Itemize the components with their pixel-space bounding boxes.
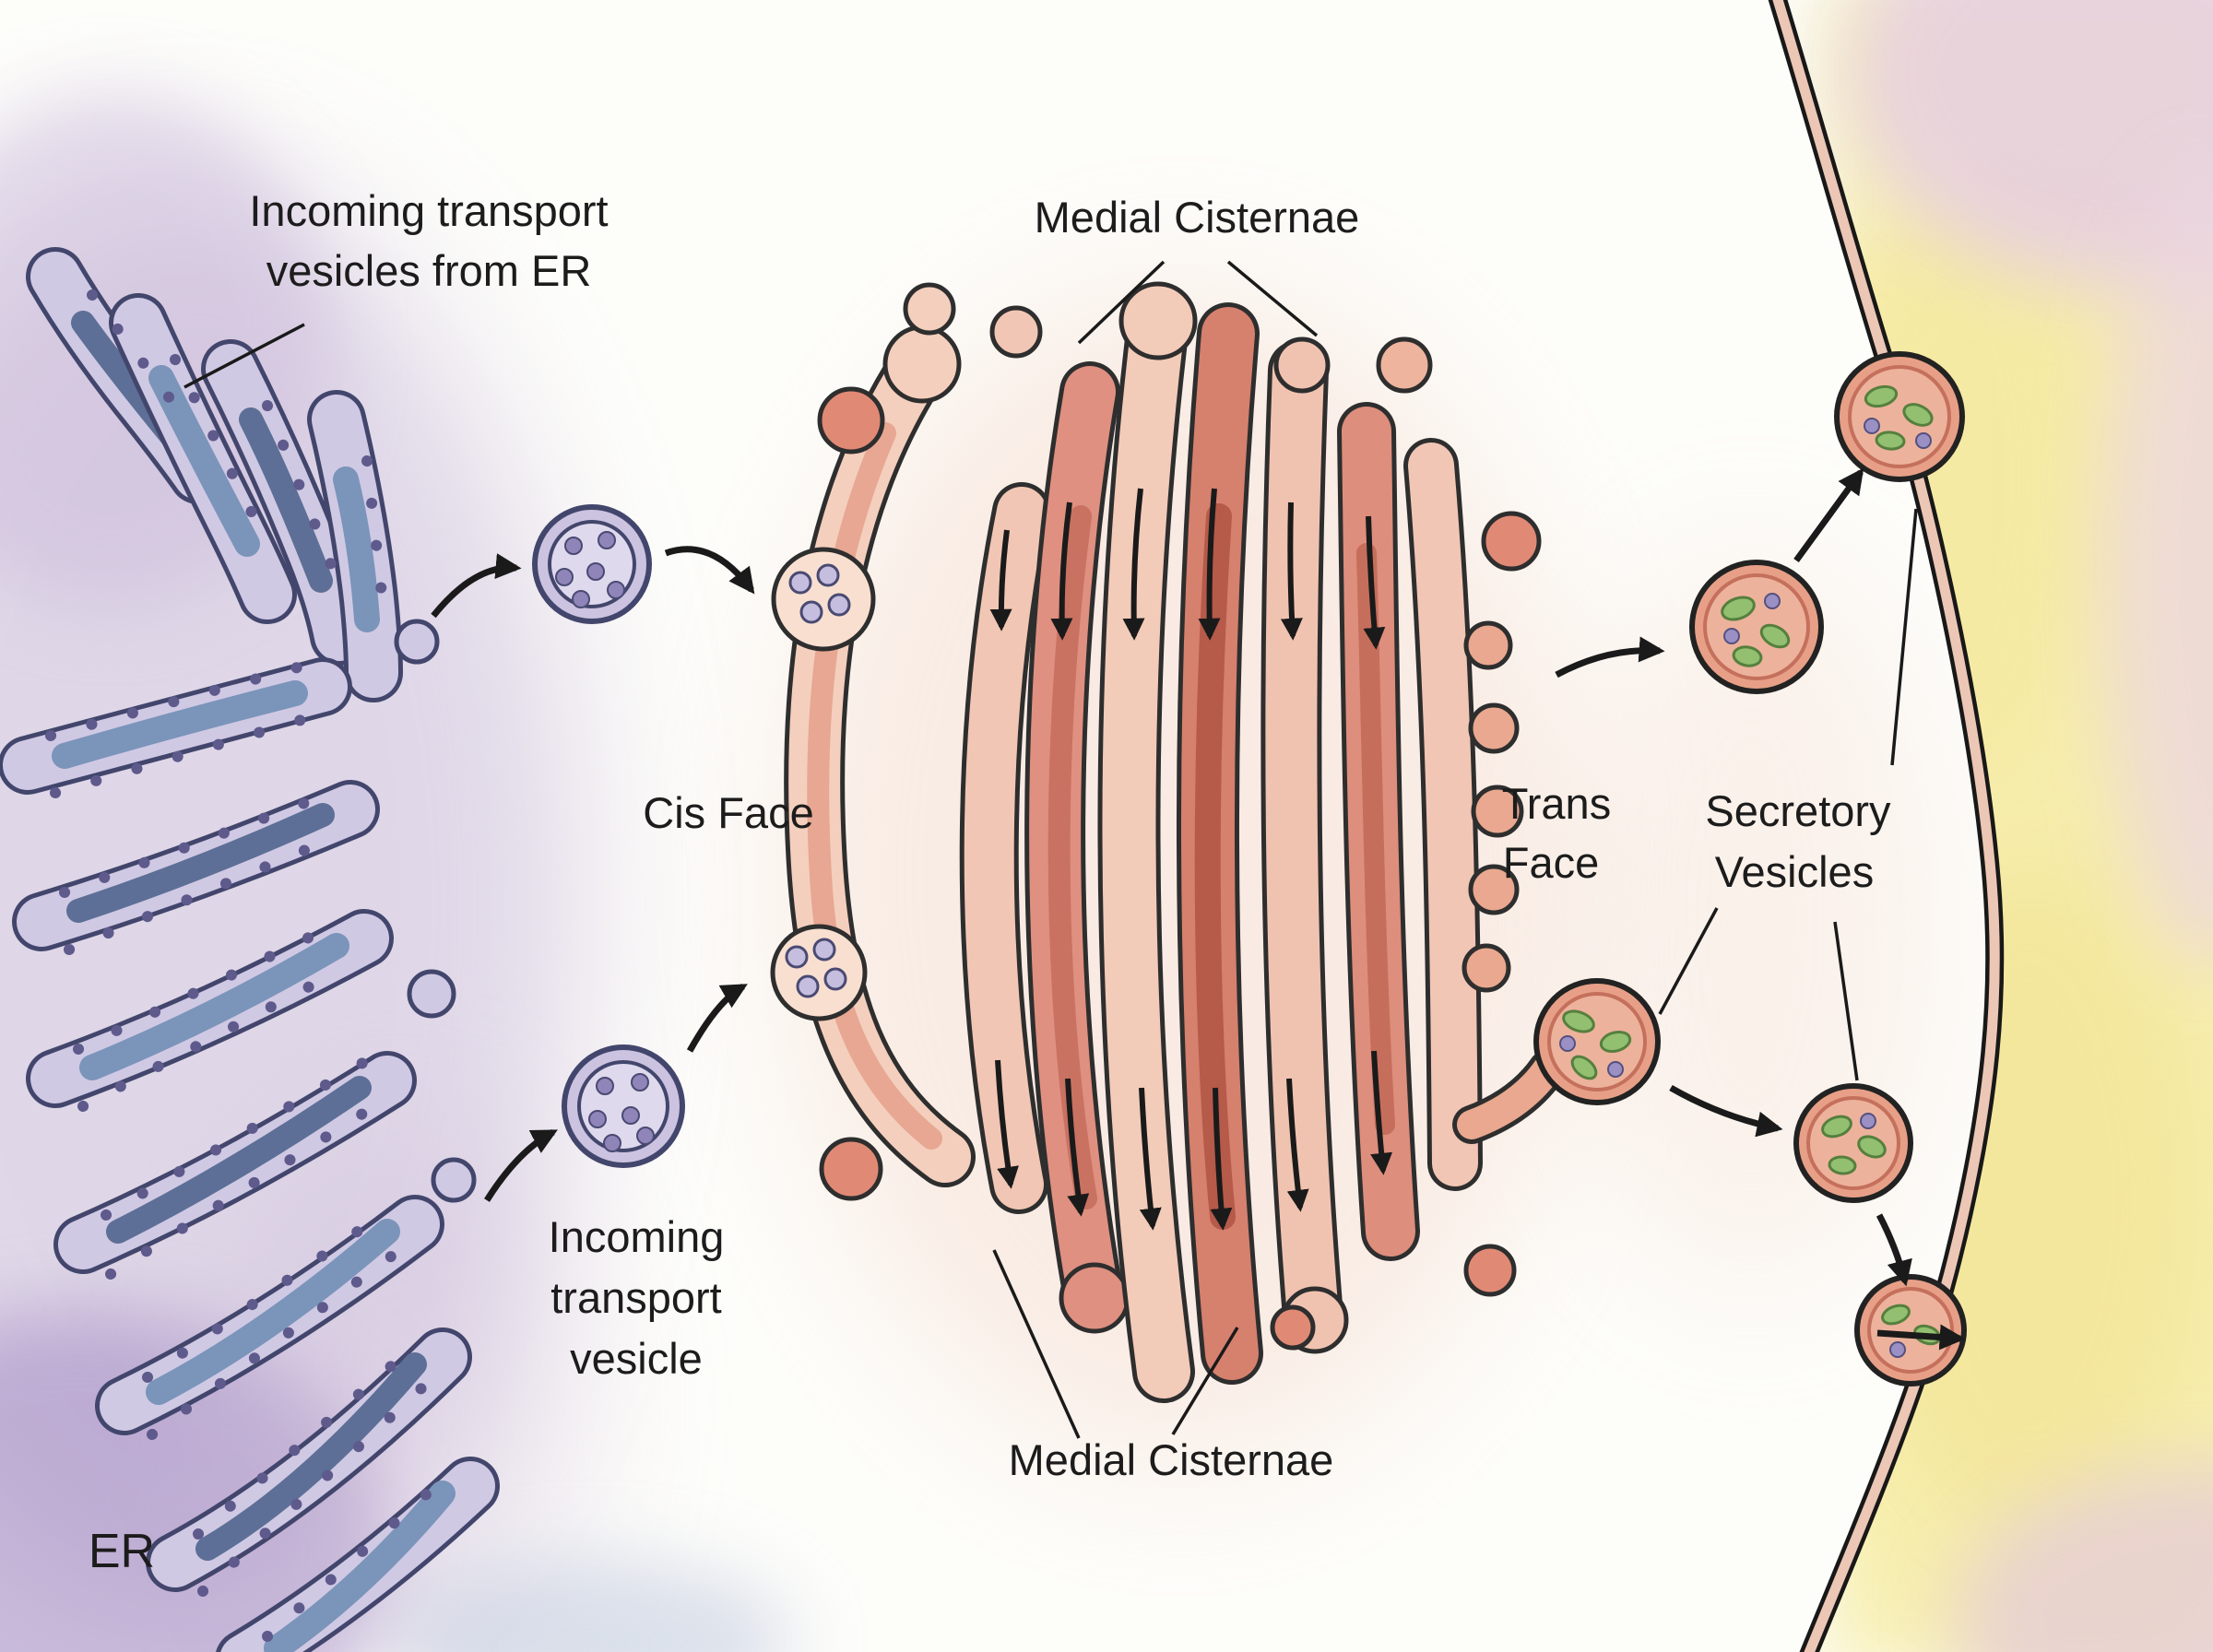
label-trans-face-line1: Trans [1502, 779, 1611, 828]
leader-medial-bottom-right [1171, 1327, 1239, 1435]
label-incoming-bottom-line3: vesicle [570, 1334, 703, 1383]
fusing-vesicle-bottom [1854, 1274, 1967, 1386]
medial-cisternae [959, 281, 1433, 1403]
bottom-blue-wash [387, 1558, 793, 1652]
fusing-vesicle-top [1834, 351, 1965, 482]
cis-cisterna [770, 282, 976, 1187]
golgi-stack [770, 281, 1567, 1403]
secretory-vesicle-free [1689, 560, 1824, 694]
transport-vesicle-lower [562, 1044, 685, 1168]
leader-medial-top-left [1077, 260, 1166, 345]
transport-vesicle-upper [532, 504, 652, 624]
label-er: ER [89, 1525, 155, 1578]
leader-medial-top-right [1226, 260, 1319, 337]
pink-wash-bottom-right [1955, 1466, 2213, 1652]
arrow-trans-to-secretory [1555, 636, 1665, 678]
leader-incoming-top [183, 323, 305, 389]
leader-secretory-to-budding [1658, 907, 1719, 1015]
cis-top-bulb [903, 282, 956, 336]
trans-cisterna [1403, 438, 1567, 1191]
label-cis-face: Cis Face [643, 788, 813, 837]
pink-wash-right-edge [2102, 175, 2213, 968]
er-bud [394, 619, 440, 665]
arrow-er-to-vesicle-lower [484, 1128, 558, 1202]
arrow-secretory-to-membrane-top [1793, 467, 1864, 563]
label-incoming-top-line1: Incoming transport [249, 186, 608, 235]
pink-wash-top-right [1844, 0, 2213, 295]
cisterna-bulb [1118, 281, 1198, 360]
trans-bump [1468, 702, 1520, 754]
secretory-vesicle-lower [1793, 1083, 1913, 1203]
cisterna-bulb [1273, 336, 1331, 394]
label-medial-cisternae-top: Medial Cisternae [1035, 193, 1360, 242]
er-bud [407, 969, 456, 1019]
free-golgi-vesicles [817, 386, 1542, 1351]
cis-cup [770, 924, 868, 1021]
cisternal-flow-arrows [989, 488, 1393, 1231]
er-bud [431, 1157, 477, 1203]
leader-lines [183, 260, 1918, 1439]
label-trans-face-line2: Face [1503, 838, 1600, 887]
cisterna-bulb [989, 305, 1043, 359]
arrow-budding-to-secretory [1669, 1084, 1783, 1138]
trans-bump [1462, 943, 1511, 993]
label-incoming-bottom-line2: transport [550, 1273, 721, 1322]
leader-medial-bottom-left [992, 1249, 1081, 1439]
leader-secretory-to-top [1890, 508, 1918, 766]
arrow-vesicle-to-cis-lower [686, 983, 748, 1053]
arrow-secretory-to-membrane-bottom [1876, 1213, 1912, 1287]
arrow-exocytosis-exit [1876, 1324, 1966, 1351]
arrow-vesicle-to-cis-upper [664, 546, 755, 595]
label-incoming-bottom-line1: Incoming [549, 1212, 725, 1261]
arrow-er-to-vesicle-upper [431, 553, 522, 619]
label-incoming-top-line2: vesicles from ER [266, 246, 592, 295]
label-secretory-line2: Vesicles [1715, 847, 1874, 896]
cis-cup [771, 547, 876, 652]
leader-secretory-to-lower [1833, 921, 1859, 1081]
trans-bump [1463, 620, 1513, 670]
labels: Incoming transport vesicles from ER Medi… [89, 186, 1891, 1578]
pathway-arrows [431, 467, 1966, 1351]
label-medial-cisternae-bottom: Medial Cisternae [1009, 1435, 1334, 1484]
er-illustration [0, 247, 500, 1652]
trans-bump [1471, 785, 1524, 838]
trans-bump [1468, 864, 1520, 915]
ribosome-dots [45, 289, 456, 1642]
secretory-vesicle-budding [1533, 978, 1661, 1105]
label-secretory-line1: Secretory [1705, 786, 1891, 835]
cisterna-bulb [1376, 336, 1433, 394]
